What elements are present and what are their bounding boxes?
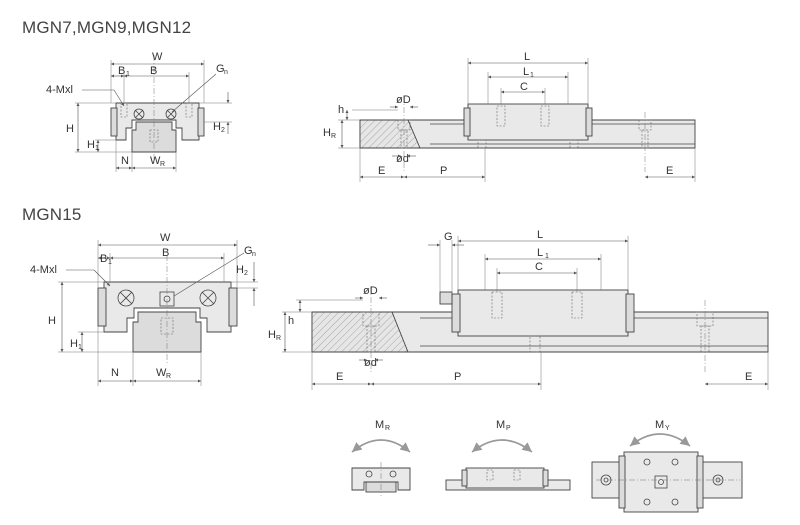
label-n: N xyxy=(121,155,129,167)
large-cross-section: W B 1 B G n 4-Mxl H H 1 H 2 xyxy=(30,232,258,386)
label-c-15: C xyxy=(535,261,543,273)
label-mr: M xyxy=(375,419,384,431)
label-e-right: E xyxy=(666,165,673,177)
label-h2: H xyxy=(213,121,221,133)
label-h-small-15: h xyxy=(288,315,294,327)
label-mr-sub: R xyxy=(385,425,390,432)
label-l1-sub-15: 1 xyxy=(545,253,549,260)
label-gn-15: G xyxy=(244,245,253,257)
label-d-large: øD xyxy=(396,94,411,106)
moment-my: M Y xyxy=(591,419,743,513)
label-e-left: E xyxy=(378,165,385,177)
label-b1: B xyxy=(118,65,125,77)
label-h2-15: H xyxy=(236,264,244,276)
label-wr-sub-15: R xyxy=(166,373,171,380)
label-w-15: W xyxy=(160,232,171,244)
label-p: P xyxy=(440,165,447,177)
label-b: B xyxy=(150,65,157,77)
label-b-15: B xyxy=(162,247,169,259)
label-d-large-15: øD xyxy=(363,285,378,297)
label-e-right-15: E xyxy=(745,371,752,383)
label-gn-sub-15: n xyxy=(252,251,256,258)
label-h1: H xyxy=(87,139,95,151)
label-my-sub: Y xyxy=(665,425,670,432)
label-h: H xyxy=(66,123,74,135)
label-n-15: N xyxy=(111,367,119,379)
label-mp: M xyxy=(496,419,505,431)
label-l-15: L xyxy=(537,229,543,241)
label-l1-15: L xyxy=(537,247,543,259)
moment-mp: M P xyxy=(445,419,571,491)
label-gn: G xyxy=(216,63,225,75)
label-wr: W xyxy=(150,155,161,167)
small-cross-section: W B 1 B G n 4-Mxl H H 1 H 2 xyxy=(46,51,232,172)
label-p-15: P xyxy=(454,371,461,383)
label-l: L xyxy=(524,51,530,63)
label-h-small: h xyxy=(338,104,344,116)
label-h1-sub-15: 1 xyxy=(78,344,82,351)
large-side-view: G L L 1 C øD ød h H R E xyxy=(268,229,769,390)
label-l1: L xyxy=(523,66,529,78)
label-l1-sub: 1 xyxy=(530,72,534,79)
small-side-view: L L 1 C øD ød h H R E P E xyxy=(323,51,696,182)
label-mp-sub: P xyxy=(506,425,511,432)
label-hr: H xyxy=(323,127,331,139)
label-h1-15: H xyxy=(70,338,78,350)
label-h2-sub-15: 2 xyxy=(244,270,248,277)
small-series-title: MGN7,MGN9,MGN12 xyxy=(22,18,192,37)
label-c: C xyxy=(520,81,528,93)
label-g: G xyxy=(444,231,453,243)
label-gn-sub: n xyxy=(224,69,228,76)
label-b1-sub-15: 1 xyxy=(108,259,112,266)
label-mxl-15: 4-Mxl xyxy=(30,264,57,276)
label-d-small-15: ød xyxy=(364,357,377,369)
label-b1-15: B xyxy=(100,253,107,265)
label-wr-15: W xyxy=(156,367,167,379)
label-w: W xyxy=(152,51,163,63)
label-hr-15: H xyxy=(268,329,276,341)
label-h2-sub: 2 xyxy=(221,127,225,134)
label-e-left-15: E xyxy=(336,371,343,383)
moment-mr: M R xyxy=(351,419,411,496)
label-my: M xyxy=(655,419,664,431)
label-mxl: 4-Mxl xyxy=(46,84,73,96)
label-wr-sub: R xyxy=(160,161,165,168)
large-series-title: MGN15 xyxy=(22,205,82,224)
label-hr-sub: R xyxy=(331,133,336,140)
label-d-small: ød xyxy=(396,153,409,165)
label-hr-sub-15: R xyxy=(276,335,281,342)
label-h1-sub: 1 xyxy=(95,145,99,152)
label-b1-sub: 1 xyxy=(126,71,130,78)
label-h-15: H xyxy=(48,315,56,327)
